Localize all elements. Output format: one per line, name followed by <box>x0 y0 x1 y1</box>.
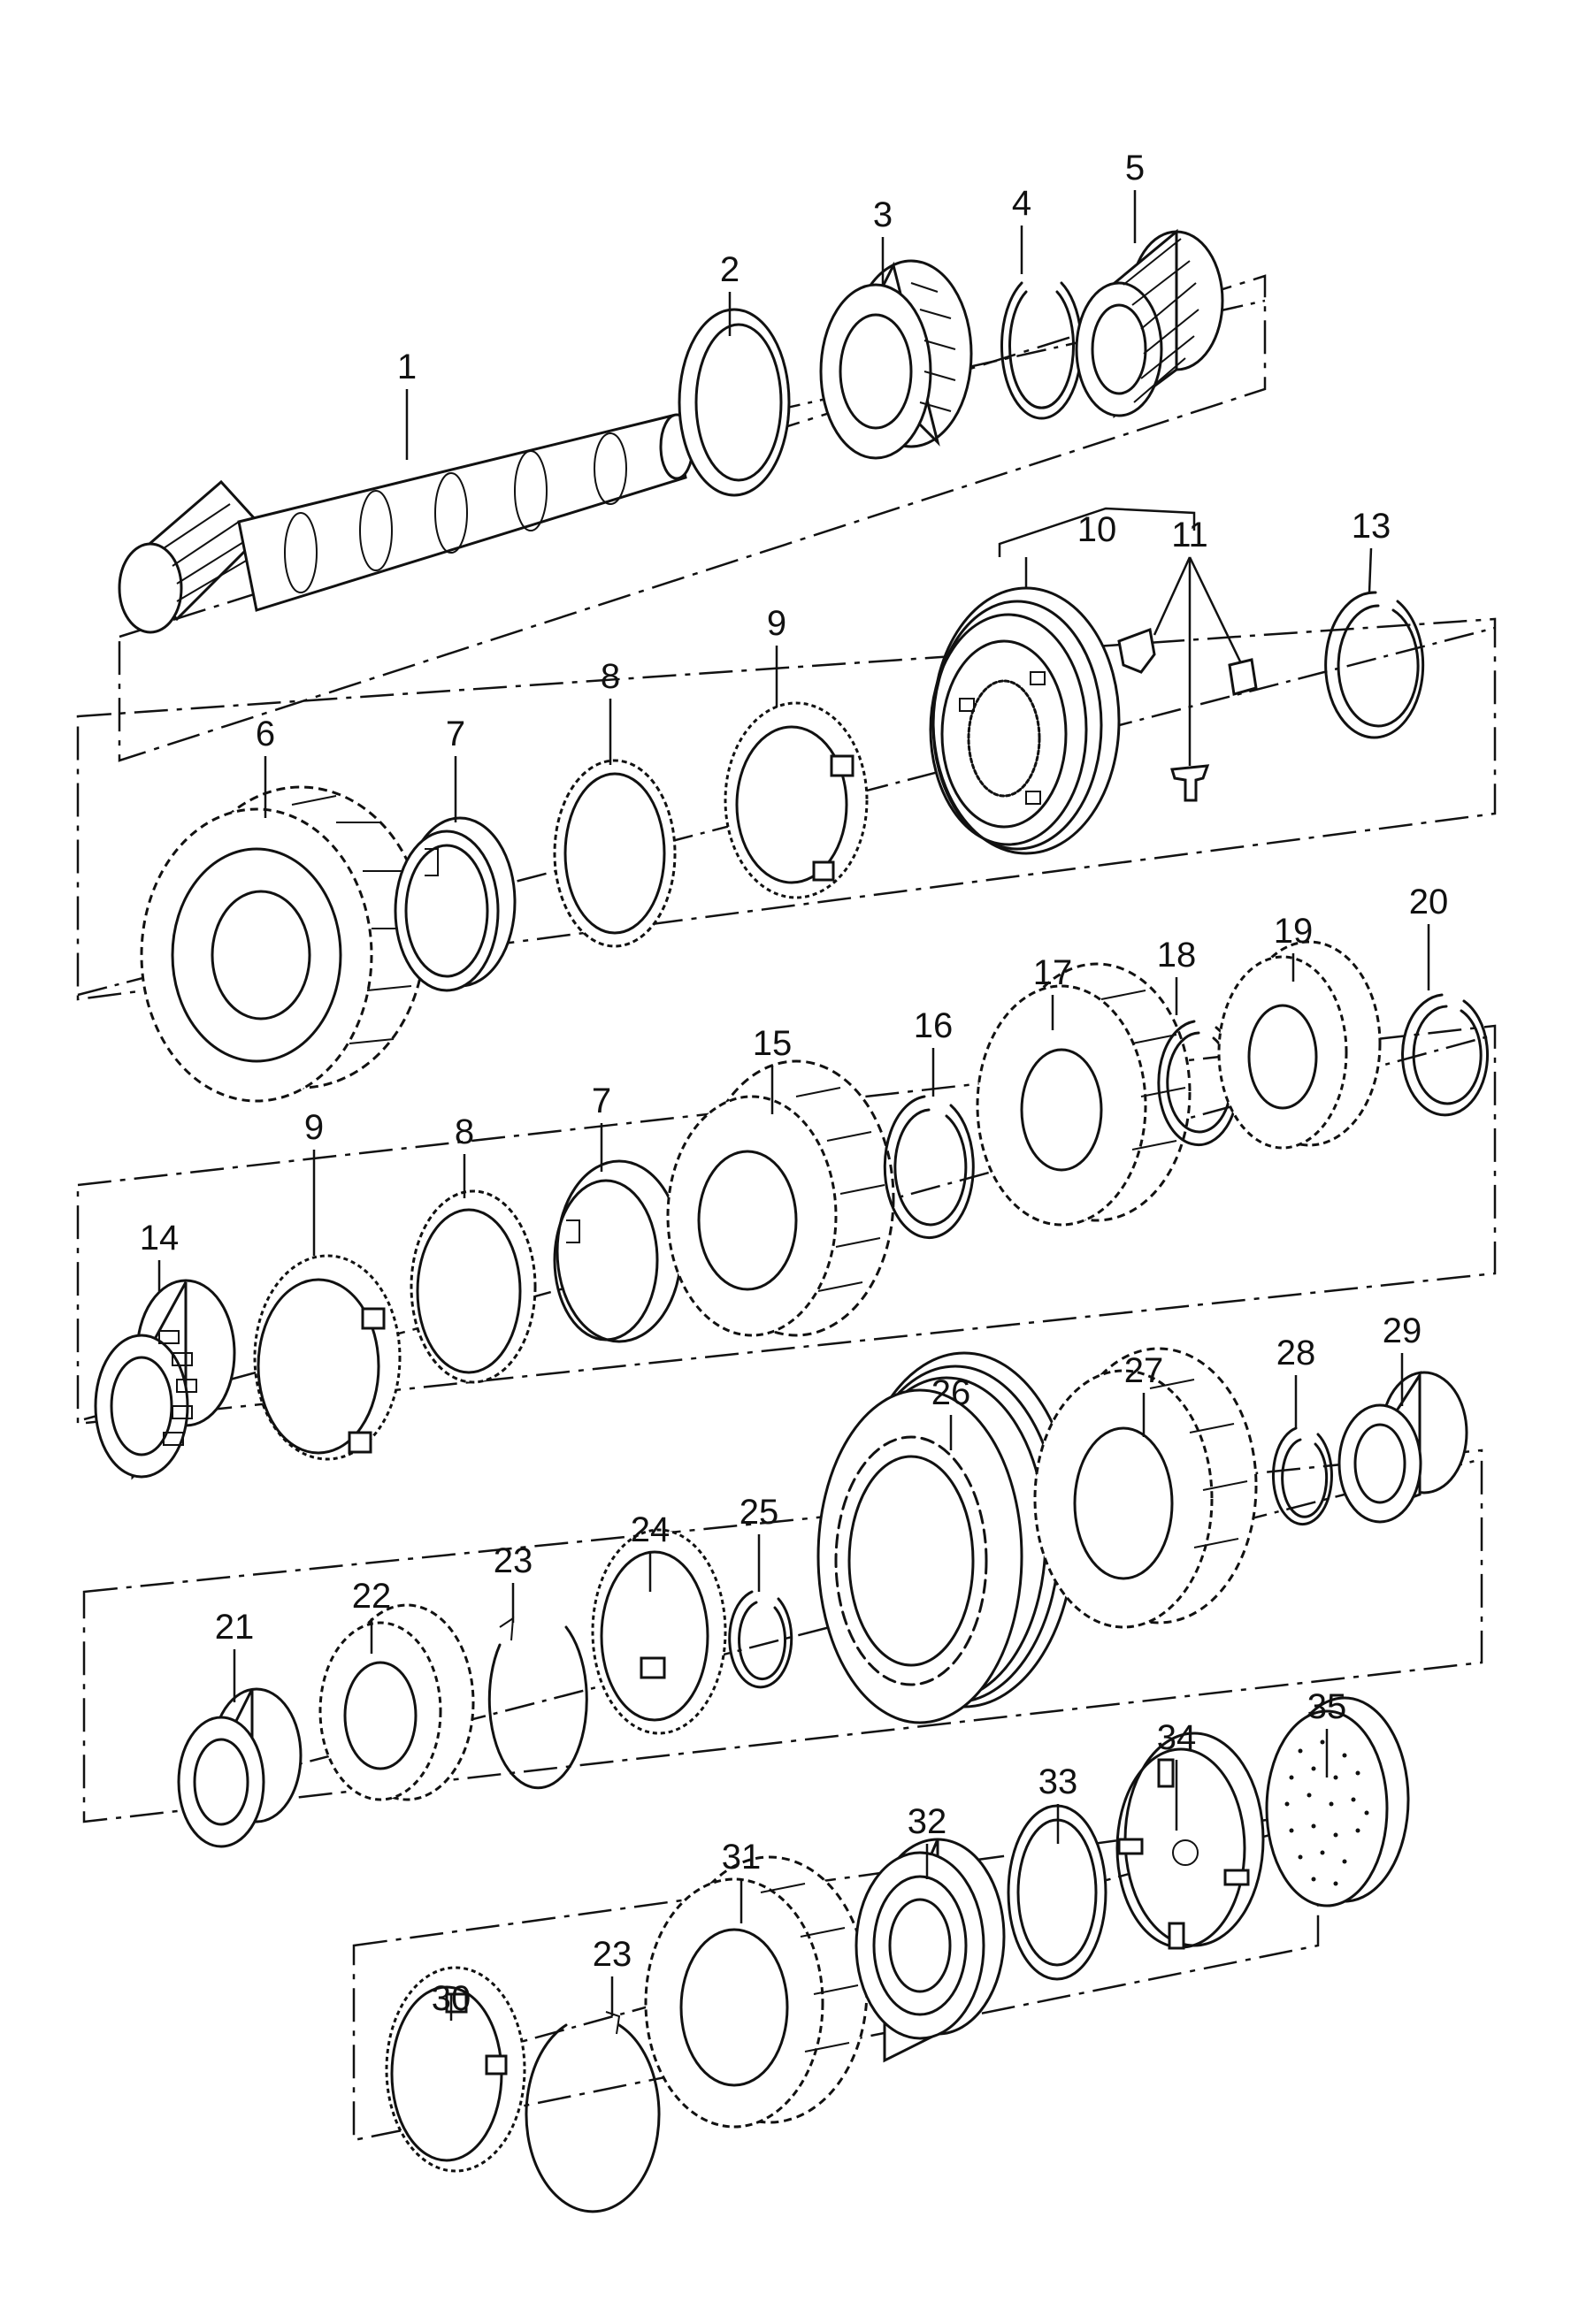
callout-17: 17 <box>1033 953 1073 992</box>
part-pinion-shaft <box>118 413 694 634</box>
callout-16: 16 <box>914 1006 954 1045</box>
callout-29: 29 <box>1383 1311 1422 1350</box>
callout-23b: 23 <box>593 1935 632 1974</box>
callout-11: 11 <box>1171 516 1208 554</box>
part-gear-15 <box>666 1059 895 1337</box>
callout-28: 28 <box>1276 1334 1316 1372</box>
callout-2: 2 <box>720 250 740 289</box>
callout-4: 4 <box>1012 184 1031 223</box>
part-synchro-ring-8a <box>553 759 677 948</box>
part-tapered-bearing-3 <box>819 259 973 460</box>
part-gear-19 <box>1217 940 1382 1150</box>
part-gear-31 <box>644 1855 869 2129</box>
part-needle-bearing-21 <box>177 1687 303 1848</box>
row-2-boundary <box>76 617 1497 1001</box>
callout-27: 27 <box>1124 1351 1164 1390</box>
part-gear-17 <box>976 962 1192 1227</box>
callout-7b: 7 <box>592 1082 611 1120</box>
callout-19: 19 <box>1274 912 1314 951</box>
callout-35: 35 <box>1307 1687 1347 1726</box>
callout-8b: 8 <box>455 1112 474 1151</box>
part-gear-22 <box>318 1603 475 1801</box>
callout-20: 20 <box>1409 883 1449 921</box>
callout-21: 21 <box>215 1608 255 1647</box>
part-needle-bearing-5 <box>1075 228 1224 418</box>
part-synchro-ring-24 <box>591 1528 727 1735</box>
callout-9a: 9 <box>767 604 786 643</box>
callout-8a: 8 <box>601 657 620 696</box>
callout-1: 1 <box>397 348 417 386</box>
callout-3: 3 <box>873 195 893 234</box>
callout-13: 13 <box>1352 507 1391 546</box>
callout-32: 32 <box>908 1802 947 1841</box>
callout-23a: 23 <box>494 1541 533 1580</box>
callout-22: 22 <box>352 1577 392 1616</box>
callout-18: 18 <box>1157 936 1197 975</box>
part-synchro-ring-9b <box>253 1254 402 1461</box>
callout-5: 5 <box>1125 149 1145 187</box>
callout-7a: 7 <box>446 715 465 753</box>
part-washer-2 <box>678 308 791 497</box>
part-synchro-ring-7b <box>553 1159 683 1343</box>
callout-33: 33 <box>1038 1762 1078 1801</box>
callout-31: 31 <box>722 1838 762 1877</box>
part-gear-6 <box>140 785 426 1103</box>
part-synchro-ring-7a <box>394 816 517 992</box>
part-synchro-ring-8b <box>410 1189 537 1384</box>
part-ball-bearing-32 <box>854 1838 1006 2063</box>
callout-14: 14 <box>140 1219 180 1258</box>
callout-10: 10 <box>1077 510 1117 549</box>
callout-9b: 9 <box>304 1108 324 1147</box>
callout-numbers: 1 2 3 4 5 6 7 8 9 10 11 13 14 9 8 7 15 1… <box>140 149 1449 2018</box>
part-circlip-28 <box>1271 1426 1333 1526</box>
part-synchro-hub-10 <box>929 586 1121 855</box>
part-circlip-25 <box>728 1590 793 1689</box>
part-magnet-disc-35 <box>1265 1696 1410 1907</box>
callout-24: 24 <box>631 1510 671 1549</box>
callout-26: 26 <box>931 1373 971 1412</box>
callout-15: 15 <box>753 1024 793 1063</box>
part-thrust-plate-34 <box>1115 1732 1265 1950</box>
part-gear-27 <box>1033 1347 1258 1629</box>
part-sliding-sleeve-26 <box>816 1351 1077 1724</box>
callout-25: 25 <box>740 1493 779 1532</box>
part-circlip-20 <box>1401 993 1490 1117</box>
part-detent-keys-11 <box>1117 627 1258 802</box>
callout-6: 6 <box>256 715 275 753</box>
part-spring-ring-23b <box>525 2011 661 2213</box>
callout-leaders <box>157 190 1430 2021</box>
callout-34: 34 <box>1157 1718 1197 1757</box>
callout-30: 30 <box>432 1979 471 2018</box>
part-circlip-13 <box>1324 591 1425 739</box>
part-synchro-ring-9a <box>724 701 869 899</box>
part-needle-bearing-14 <box>94 1279 236 1480</box>
row-5-boundary <box>352 1811 1320 2142</box>
part-spring-ring-23a <box>487 1617 588 1790</box>
part-circlip-16 <box>883 1095 975 1240</box>
part-synchro-ring-30 <box>385 1966 526 2173</box>
